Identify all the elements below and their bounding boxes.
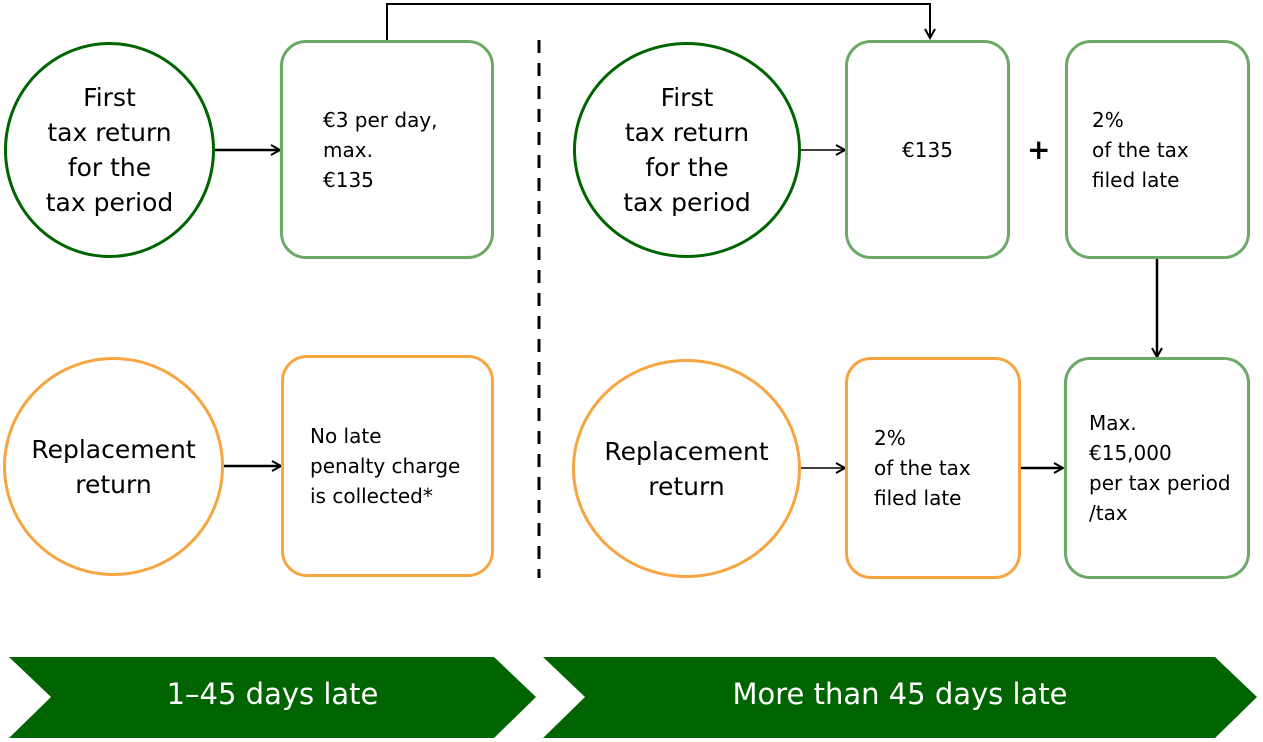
first-return-label-left: First tax return for the tax period <box>45 83 174 217</box>
plus-sign: + <box>1027 133 1051 166</box>
replacement-penalty-box-right: 2% of the tax filed late <box>845 357 1021 579</box>
percent-penalty-box: 2% of the tax filed late <box>1065 40 1250 259</box>
penalty-text-left-replacement: No late penalty charge is collected* <box>310 424 461 508</box>
timeline-late-label: More than 45 days late <box>732 677 1068 711</box>
replacement-penalty-text-right: 2% of the tax filed late <box>874 426 971 510</box>
chevron-late <box>543 657 1257 738</box>
replacement-return-circle-left: Replacement return <box>3 357 224 576</box>
fixed-penalty-text: €135 <box>902 137 953 162</box>
chevron-early <box>9 657 536 738</box>
maximum-penalty-text: Max. €15,000 per tax period /tax <box>1089 411 1231 525</box>
maximum-penalty-box: Max. €15,000 per tax period /tax <box>1064 357 1250 579</box>
connector-left-to-right <box>386 3 930 40</box>
replacement-return-circle-right: Replacement return <box>572 359 801 578</box>
penalty-box-left-replacement: No late penalty charge is collected* <box>281 355 494 577</box>
timeline-early-label: 1–45 days late <box>166 677 379 711</box>
first-return-circle-right: First tax return for the tax period <box>573 42 801 258</box>
replacement-return-label-left: Replacement return <box>31 434 196 499</box>
penalty-text-left-first: €3 per day, max. €135 <box>323 107 438 192</box>
replacement-return-label-right: Replacement return <box>604 436 769 501</box>
penalty-box-left-first: €3 per day, max. €135 <box>280 40 494 259</box>
fixed-penalty-box: €135 <box>845 40 1010 259</box>
first-return-circle-left: First tax return for the tax period <box>4 42 215 258</box>
percent-penalty-text: 2% of the tax filed late <box>1092 107 1189 192</box>
first-return-label-right: First tax return for the tax period <box>623 83 751 217</box>
